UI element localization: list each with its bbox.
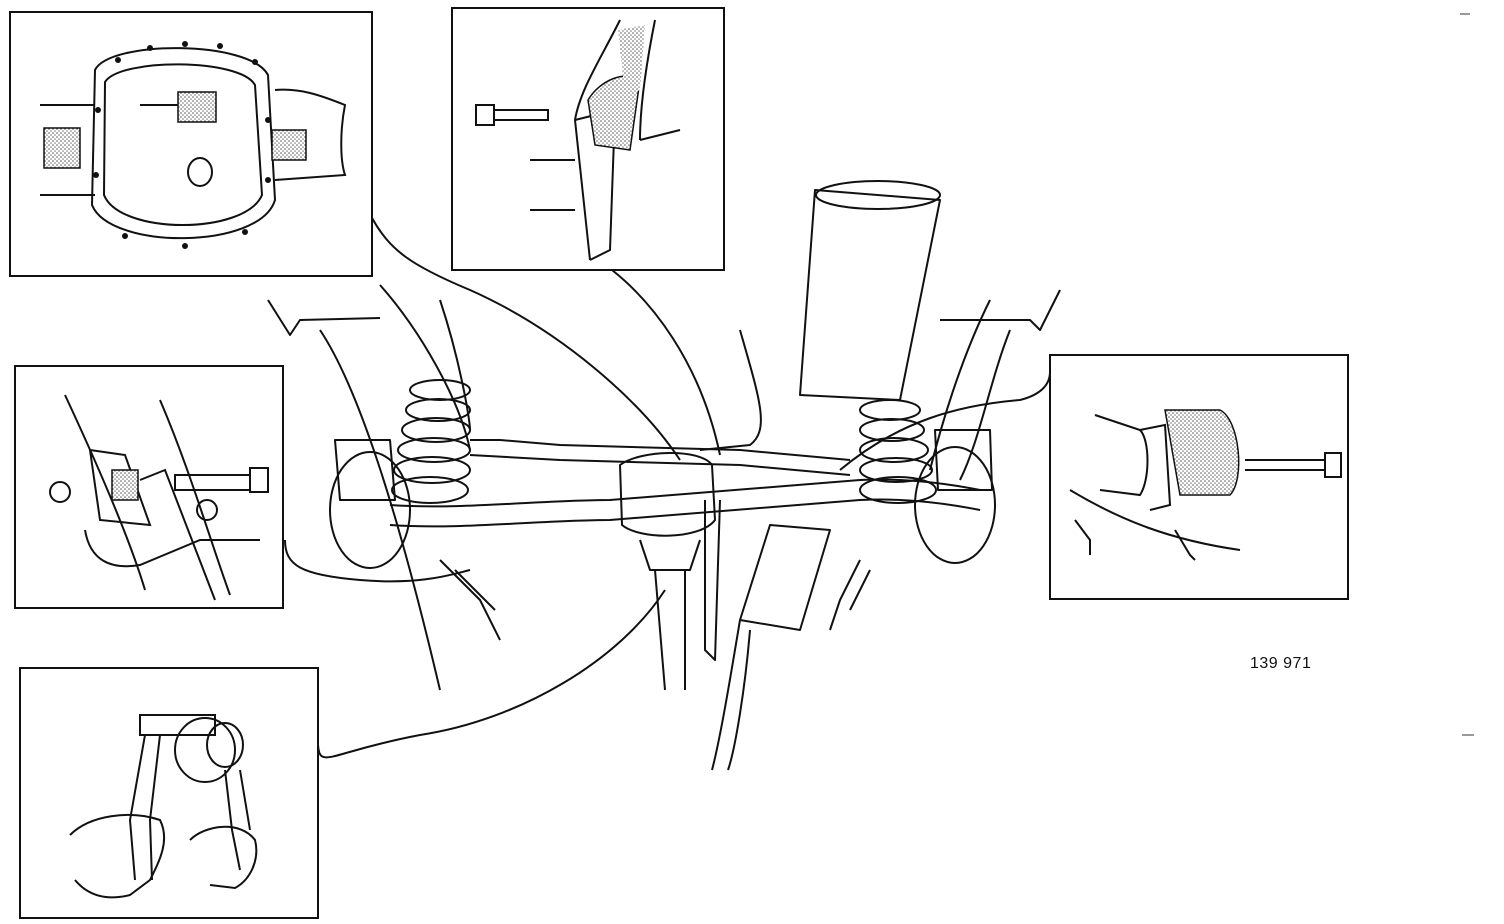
- main-rear-axle-assembly: [267, 180, 1061, 771]
- right-trailing-arm-bolt-detail: [1049, 354, 1349, 600]
- right-coil-spring: [859, 399, 937, 504]
- left-trailing-arm-bolt-detail: [14, 365, 284, 609]
- scan-marks: [1460, 13, 1474, 736]
- differential-cover-detail: [9, 11, 373, 277]
- upper-link-bolt-detail: [451, 7, 725, 271]
- figure-reference-number: 139 971: [1250, 655, 1312, 672]
- leader-lines: [284, 217, 1051, 759]
- left-coil-spring: [391, 379, 471, 504]
- drive-flange-wrench-detail: [19, 667, 319, 919]
